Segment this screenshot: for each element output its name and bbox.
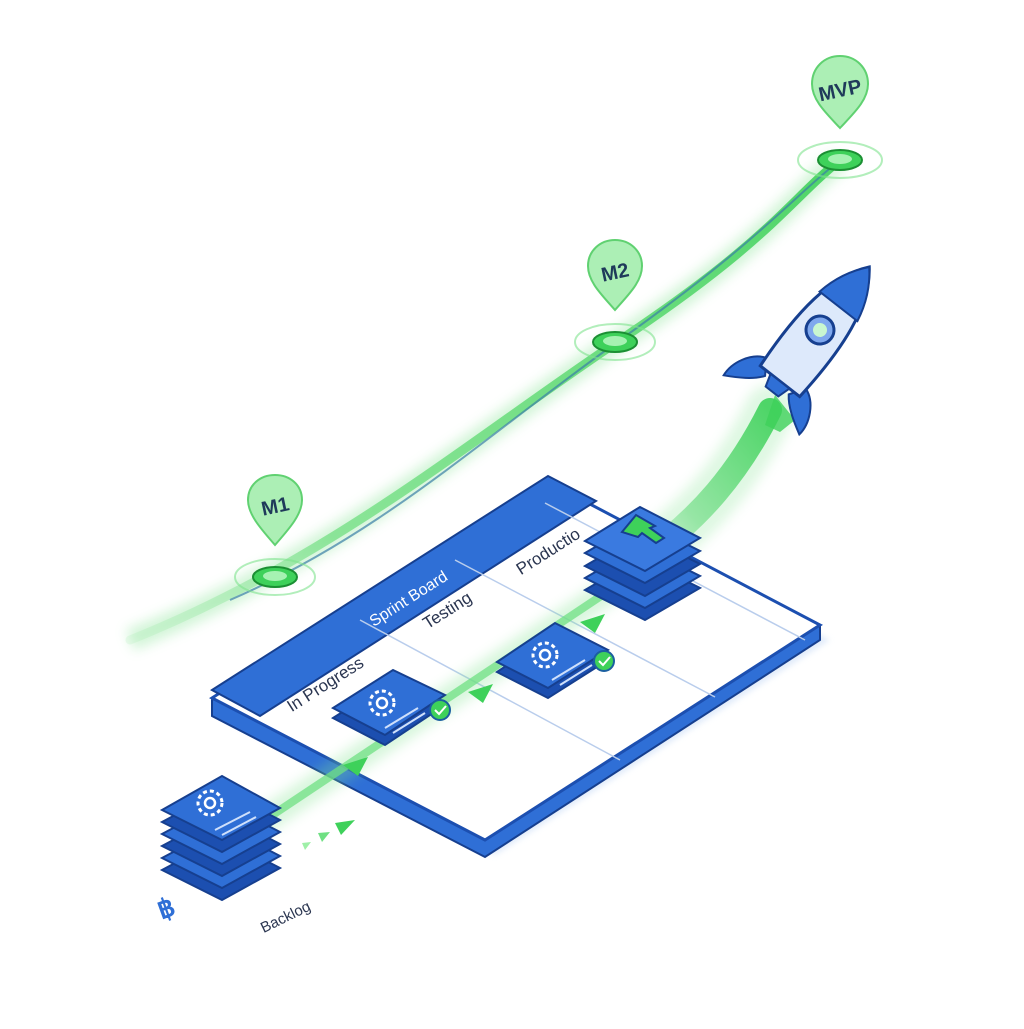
milestone-m1: M1 [234, 473, 316, 596]
gear-icon [196, 789, 224, 817]
production-stack [582, 505, 703, 622]
map-pin-icon [246, 473, 304, 547]
gear-icon [531, 641, 559, 669]
task-card-in-progress [330, 668, 451, 747]
arrow-up-icon [620, 513, 666, 545]
column-divider [454, 559, 716, 698]
task-card-testing [495, 621, 615, 700]
milestone-m2: M2 [574, 238, 656, 361]
milestone-mvp: MVP [797, 54, 883, 179]
map-pin-icon [586, 238, 644, 312]
backlog-label: Backlog [258, 898, 313, 937]
chevron-right-icon [468, 684, 493, 703]
check-icon [593, 650, 615, 672]
gear-icon [368, 689, 396, 717]
backlog-stack [159, 774, 283, 902]
map-pin-icon [810, 54, 870, 130]
chevron-right-icon [343, 757, 368, 776]
chevron-right-icon [580, 614, 605, 633]
bitcoin-icon: ฿ [153, 891, 179, 925]
check-icon [429, 699, 451, 721]
column-divider [359, 619, 621, 761]
board-header [210, 474, 598, 718]
chevron-right-icon [318, 832, 330, 842]
svg-text:฿: ฿ [153, 891, 179, 925]
rocket-icon [722, 265, 871, 437]
chevron-right-icon [302, 842, 311, 850]
chevron-right-icon [335, 820, 355, 835]
